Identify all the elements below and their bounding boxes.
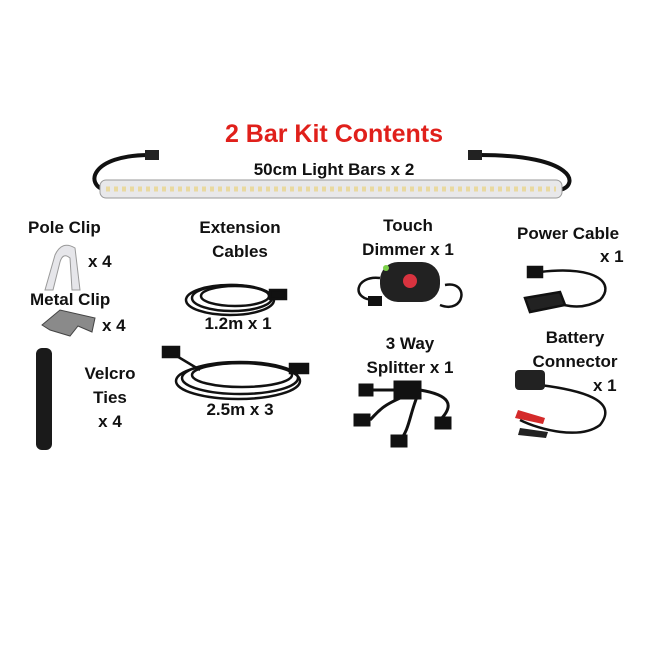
dimmer-label-1: Touch xyxy=(383,216,433,235)
dimmer-label-2: Dimmer x 1 xyxy=(362,240,454,259)
extension-label-2: Cables xyxy=(212,242,268,261)
pole-clip-qty: x 4 xyxy=(88,252,112,271)
power-cable-illustration xyxy=(523,265,607,314)
velcro-label-2: Ties xyxy=(93,388,127,407)
light-bar-illustration xyxy=(92,150,572,199)
metal-clip-label: Metal Clip xyxy=(30,290,111,309)
metal-clip-illustration xyxy=(41,309,96,337)
extension-label-1: Extension xyxy=(199,218,281,237)
velcro-qty: x 4 xyxy=(98,412,122,431)
splitter-label-1: 3 Way xyxy=(385,334,435,353)
metal-clip-qty: x 4 xyxy=(102,316,126,335)
velcro-label-1: Velcro xyxy=(84,364,136,383)
extension-short-label: 1.2m x 1 xyxy=(204,314,272,333)
extension-long-label: 2.5m x 3 xyxy=(206,400,274,419)
extension-cable-short-illustration xyxy=(184,283,288,317)
splitter-illustration xyxy=(353,380,452,448)
battery-label-2: Connector xyxy=(532,352,618,371)
touch-dimmer-illustration xyxy=(357,262,463,308)
extension-cable-long-illustration xyxy=(161,345,310,401)
battery-qty: x 1 xyxy=(593,376,617,395)
power-cable-qty: x 1 xyxy=(600,247,624,266)
pole-clip-label: Pole Clip xyxy=(28,218,101,237)
splitter-label-2: Splitter x 1 xyxy=(366,358,454,377)
pole-clip-illustration xyxy=(44,244,81,291)
light-bars-label: 50cm Light Bars x 2 xyxy=(253,160,415,179)
battery-label-1: Battery xyxy=(545,328,605,347)
kit-title: 2 Bar Kit Contents xyxy=(224,120,444,148)
battery-connector-illustration xyxy=(515,370,607,438)
power-cable-label: Power Cable xyxy=(517,224,620,243)
velcro-tie-illustration xyxy=(36,348,52,450)
